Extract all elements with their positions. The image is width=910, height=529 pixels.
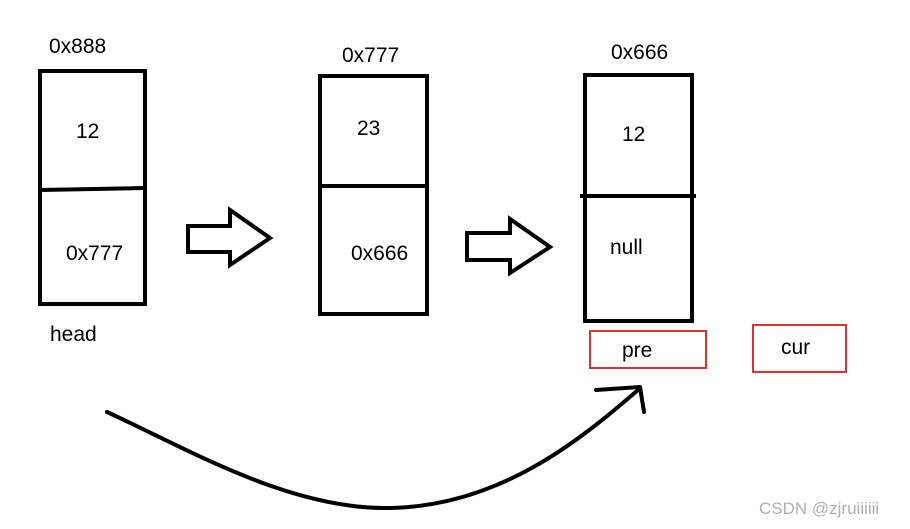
node-3: 0x666 12 null [580, 41, 696, 323]
node-2-value: 23 [357, 117, 380, 140]
node-1-address: 0x888 [49, 35, 106, 58]
head-label: head [50, 323, 97, 346]
cur-label: cur [781, 336, 810, 359]
node-1-next: 0x777 [66, 242, 123, 265]
pre-highlight [589, 330, 707, 369]
arrow-right-icon [465, 215, 554, 277]
cur-box: cur [752, 324, 847, 373]
node-2: 0x777 23 0x666 [318, 44, 429, 316]
arrow-right-icon [186, 206, 274, 269]
watermark: CSDN @zjruiiiiii [759, 499, 879, 518]
node-2-next: 0x666 [351, 242, 408, 265]
node-1-value: 12 [76, 120, 99, 143]
node-1: 0x888 12 0x777 head [38, 35, 147, 346]
pre-label: pre [622, 339, 652, 362]
pre-box: pre [589, 330, 707, 369]
curved-arrow-icon [105, 385, 646, 511]
node-3-address: 0x666 [611, 41, 668, 64]
node-3-value: 12 [622, 123, 645, 146]
node-1-box [38, 69, 147, 306]
cur-highlight [752, 324, 847, 373]
node-2-box [318, 74, 429, 316]
node-1-divider [39, 186, 146, 192]
node-2-address: 0x777 [342, 44, 399, 67]
node-3-next: null [610, 236, 643, 259]
